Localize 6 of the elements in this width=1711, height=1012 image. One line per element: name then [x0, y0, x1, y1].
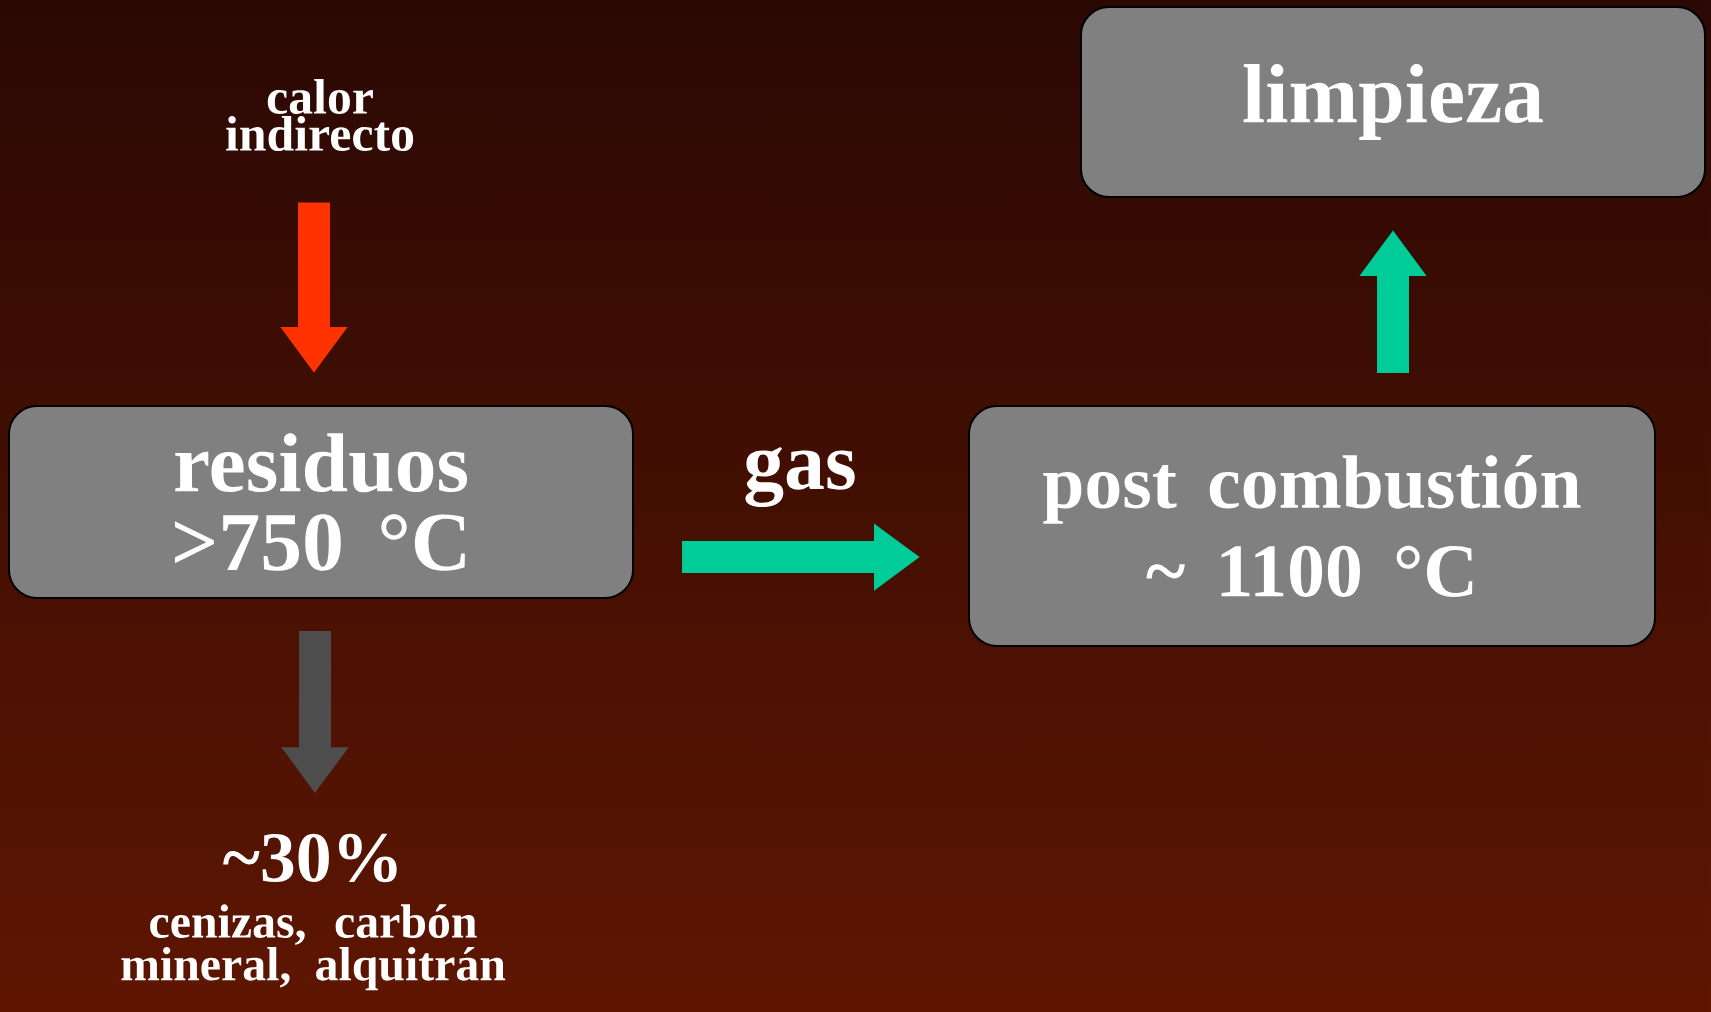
process-box: post combustión ~ 1100 °C	[968, 405, 1656, 647]
edge-label: gas	[745, 447, 855, 507]
process-box: residuos >750 °C	[8, 405, 634, 599]
process-box: limpieza	[1080, 6, 1706, 198]
text-label: calor indirecto	[226, 78, 414, 152]
text-label: ~30% cenizas, carbón mineral, alquitrán	[121, 833, 506, 991]
